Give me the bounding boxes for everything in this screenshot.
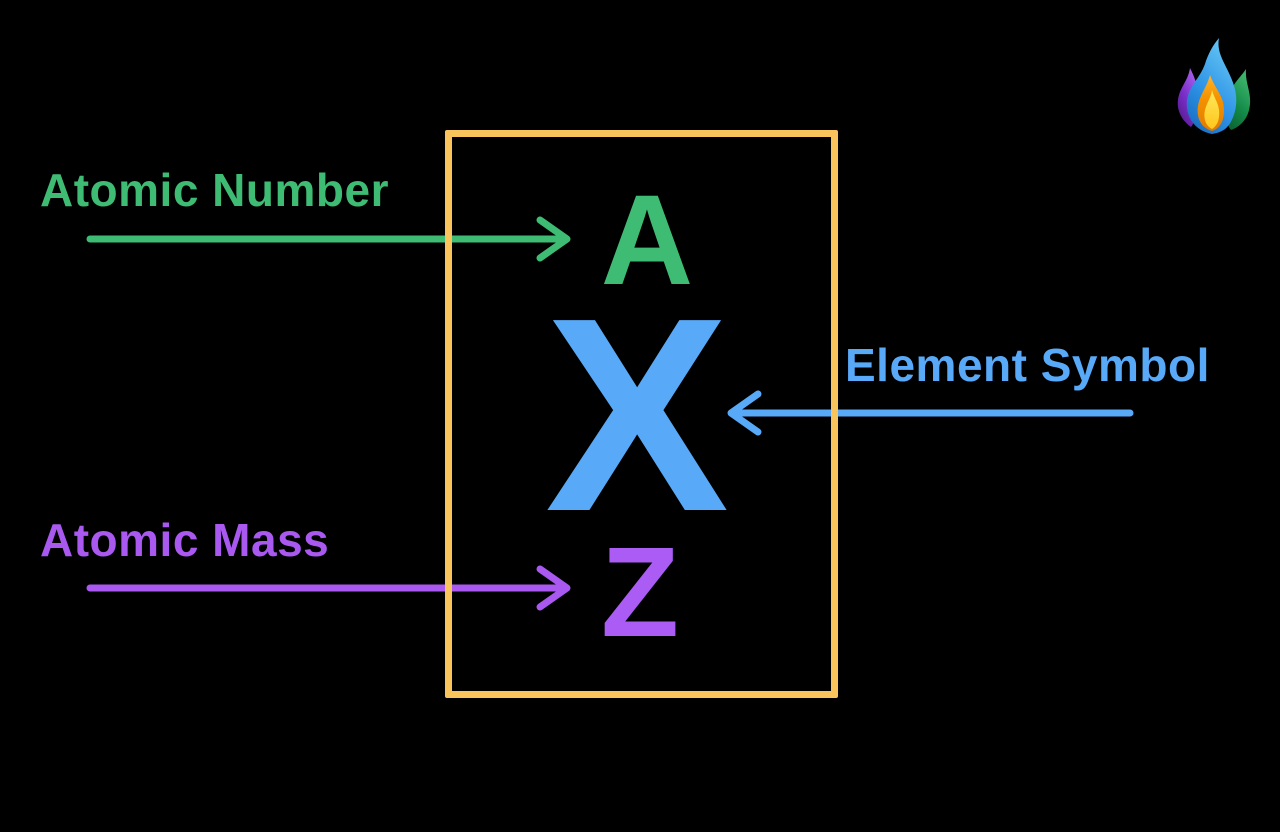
atomic-mass-label: Atomic Mass bbox=[40, 514, 330, 566]
element-symbol-label: Element Symbol bbox=[845, 339, 1210, 391]
atomic-mass-letter: Z bbox=[600, 521, 680, 664]
atomic-number-label: Atomic Number bbox=[40, 164, 389, 216]
atomic-number-letter: A bbox=[600, 169, 694, 312]
flame-logo-icon bbox=[1177, 38, 1251, 134]
flame-yellow-core bbox=[1204, 90, 1220, 129]
element-symbol-letter: X bbox=[544, 261, 730, 569]
